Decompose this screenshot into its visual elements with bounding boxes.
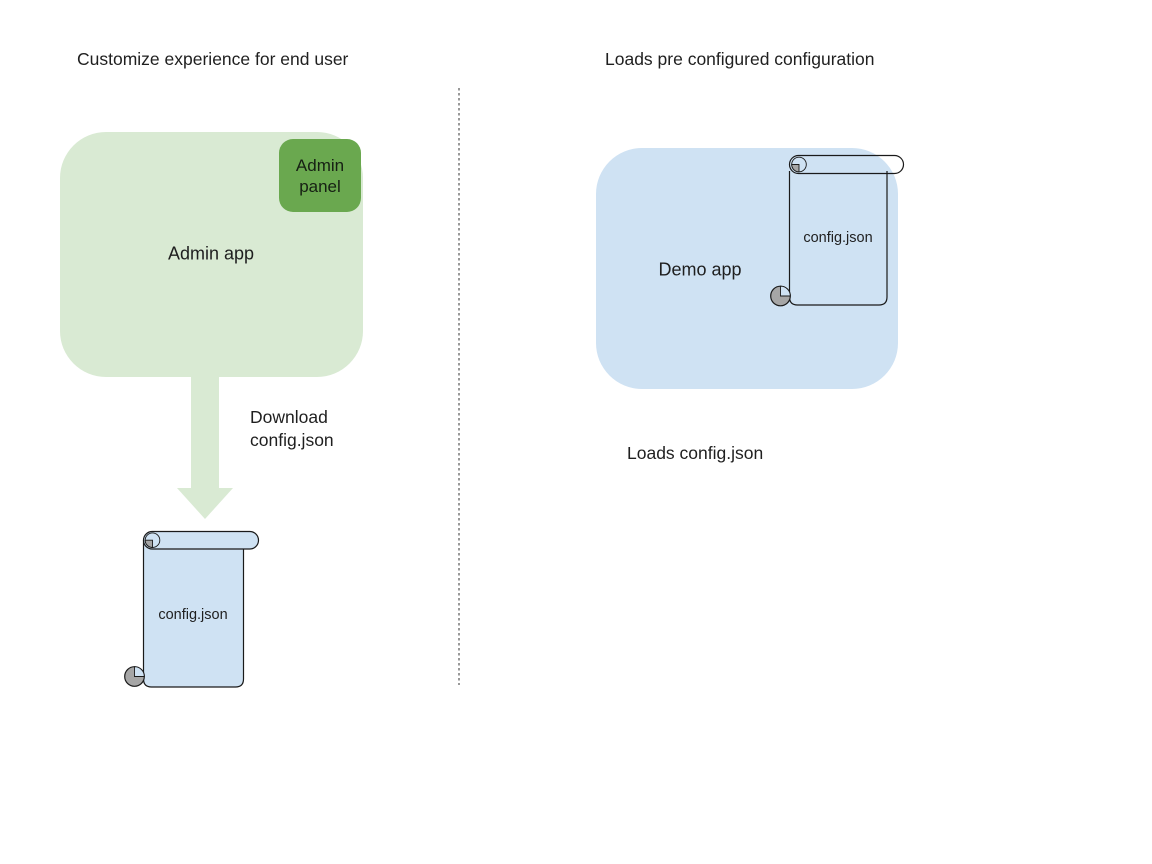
demo-app-box bbox=[596, 148, 898, 389]
right-section-title: Loads pre configured configuration bbox=[605, 49, 875, 69]
download-note: Download config.json bbox=[250, 407, 334, 450]
config-json-scroll-left bbox=[124, 530, 260, 688]
section-divider bbox=[458, 88, 460, 685]
admin-app-label: Admin app bbox=[167, 243, 255, 264]
left-section-title: Customize experience for end user bbox=[77, 49, 349, 69]
down-arrow-icon bbox=[177, 373, 233, 519]
admin-panel-label: Admin panel bbox=[295, 155, 345, 196]
demo-app-label: Demo app bbox=[658, 259, 742, 280]
config-json-label-left: config.json bbox=[158, 607, 228, 623]
config-json-scroll-right bbox=[770, 154, 905, 307]
loads-note: Loads config.json bbox=[627, 443, 764, 463]
config-json-label-right: config.json bbox=[803, 230, 873, 246]
admin-panel-box: Admin panel bbox=[279, 139, 361, 212]
